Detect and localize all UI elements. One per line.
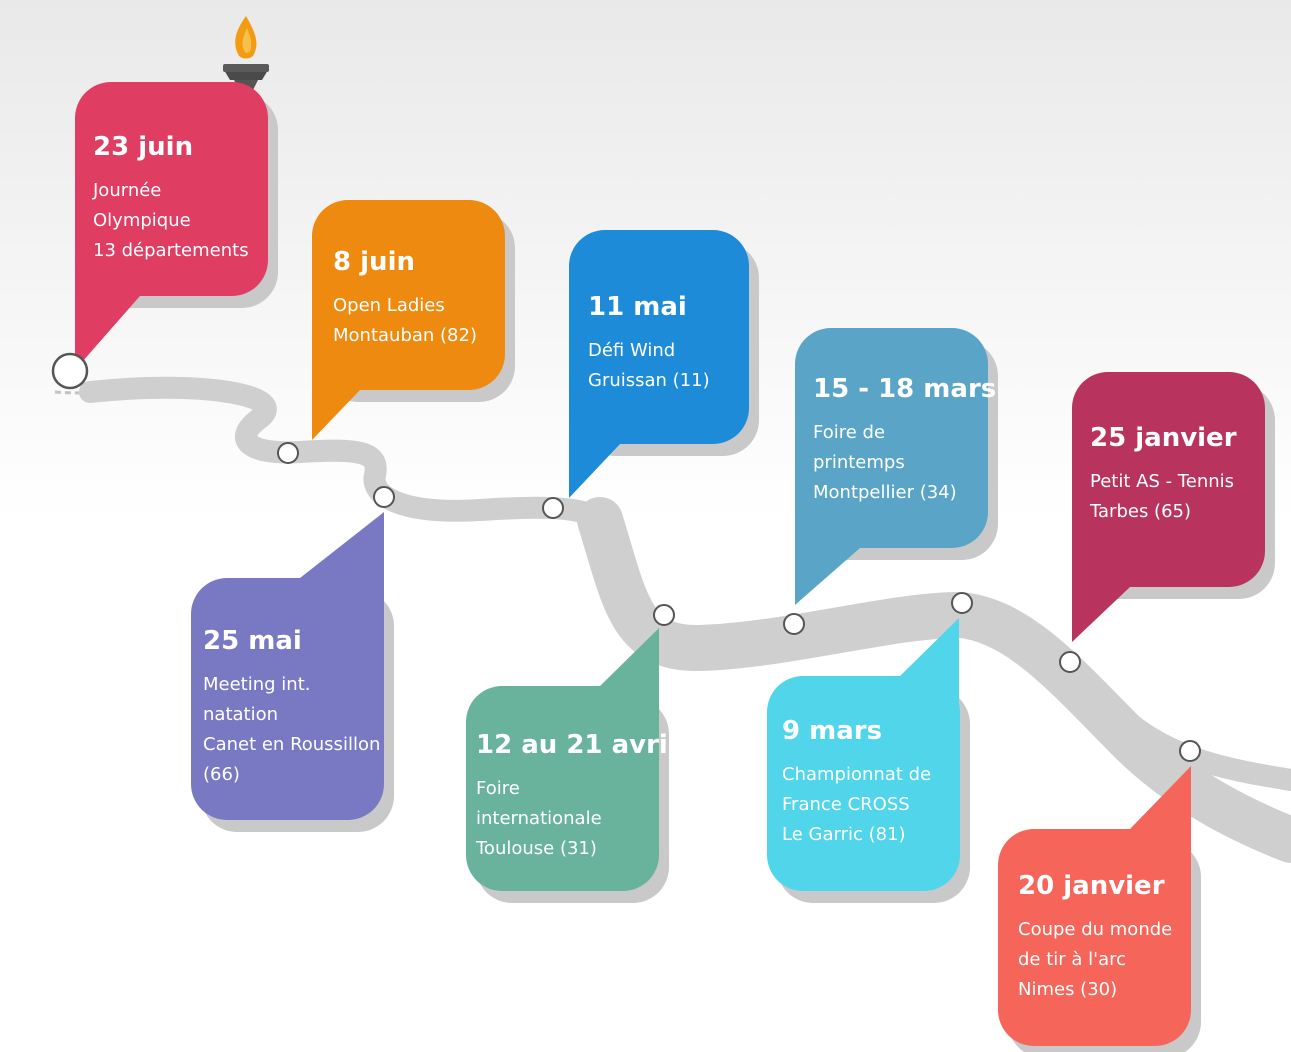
- timeline-node-9-mars: [951, 592, 973, 614]
- bubble-body: [795, 328, 988, 548]
- bubble-body: [191, 578, 384, 820]
- node-circle: [373, 486, 395, 508]
- event-description-line: Canet en Roussillon: [203, 734, 381, 755]
- event-date: 8 juin: [333, 247, 415, 277]
- bubble-body: [998, 829, 1191, 1046]
- event-date: 12 au 21 avril: [476, 730, 677, 760]
- event-description: Championnat de France CROSS Le Garric (81): [782, 760, 931, 850]
- bubble-body: [1072, 372, 1265, 587]
- event-description-line: Meeting int.: [203, 674, 311, 695]
- timeline-node-8-juin: [277, 442, 299, 464]
- event-date: 11 mai: [588, 292, 687, 322]
- event-date: 9 mars: [782, 716, 883, 746]
- event-description-line: 13 départements: [93, 240, 249, 261]
- bubble-body: [312, 200, 505, 390]
- event-description-line: natation: [203, 704, 279, 725]
- event-description-line: de tir à l'arc: [1018, 949, 1127, 970]
- event-description-line: Tarbes (65): [1090, 501, 1191, 522]
- node-circle: [951, 592, 973, 614]
- event-description-line: Open Ladies: [333, 295, 445, 316]
- event-description-line: France CROSS: [782, 794, 910, 815]
- event-description-line: Nimes (30): [1018, 979, 1118, 1000]
- event-description-line: Gruissan (11): [588, 370, 710, 391]
- event-date: 23 juin: [93, 132, 194, 162]
- event-description-line: Olympique: [93, 210, 191, 231]
- event-description-line: internationale: [476, 808, 602, 829]
- event-description-line: Le Garric (81): [782, 824, 906, 845]
- timeline-node-25-janvier: [1059, 651, 1081, 673]
- timeline-node-15-18-mars: [783, 613, 805, 635]
- bubble-body: [466, 686, 659, 891]
- bubble-body: [75, 82, 268, 296]
- event-date: 20 janvier: [1018, 871, 1165, 901]
- event-description-line: Montauban (82): [333, 325, 477, 346]
- event-description-line: Coupe du monde: [1018, 919, 1173, 940]
- event-description-line: Montpellier (34): [813, 482, 957, 503]
- bubble-body: [767, 676, 960, 891]
- node-circle: [1179, 740, 1201, 762]
- event-date: 15 - 18 mars: [813, 374, 997, 404]
- event-description-line: Journée: [93, 180, 162, 201]
- timeline-node-11-mai: [542, 497, 564, 519]
- node-circle: [542, 497, 564, 519]
- node-circle: [51, 352, 89, 390]
- timeline-node-25-mai: [373, 486, 395, 508]
- node-circle: [783, 613, 805, 635]
- event-description-line: printemps: [813, 452, 905, 473]
- event-description-line: Toulouse (31): [476, 838, 597, 859]
- timeline-node-12-au-21-avril: [653, 604, 675, 626]
- event-description-line: Petit AS - Tennis: [1090, 471, 1235, 492]
- node-circle: [1059, 651, 1081, 673]
- event-description-line: Championnat de: [782, 764, 932, 785]
- event-description-line: (66): [203, 764, 240, 785]
- event-description-line: Foire de: [813, 422, 886, 443]
- event-date: 25 mai: [203, 626, 302, 656]
- node-circle: [277, 442, 299, 464]
- event-date: 25 janvier: [1090, 423, 1237, 453]
- timeline-node-23-juin: [51, 352, 89, 390]
- timeline-node-20-janvier: [1179, 740, 1201, 762]
- event-description-line: Foire: [476, 778, 520, 799]
- event-description-line: Défi Wind: [588, 340, 676, 361]
- bubble-body: [569, 230, 749, 444]
- node-circle: [653, 604, 675, 626]
